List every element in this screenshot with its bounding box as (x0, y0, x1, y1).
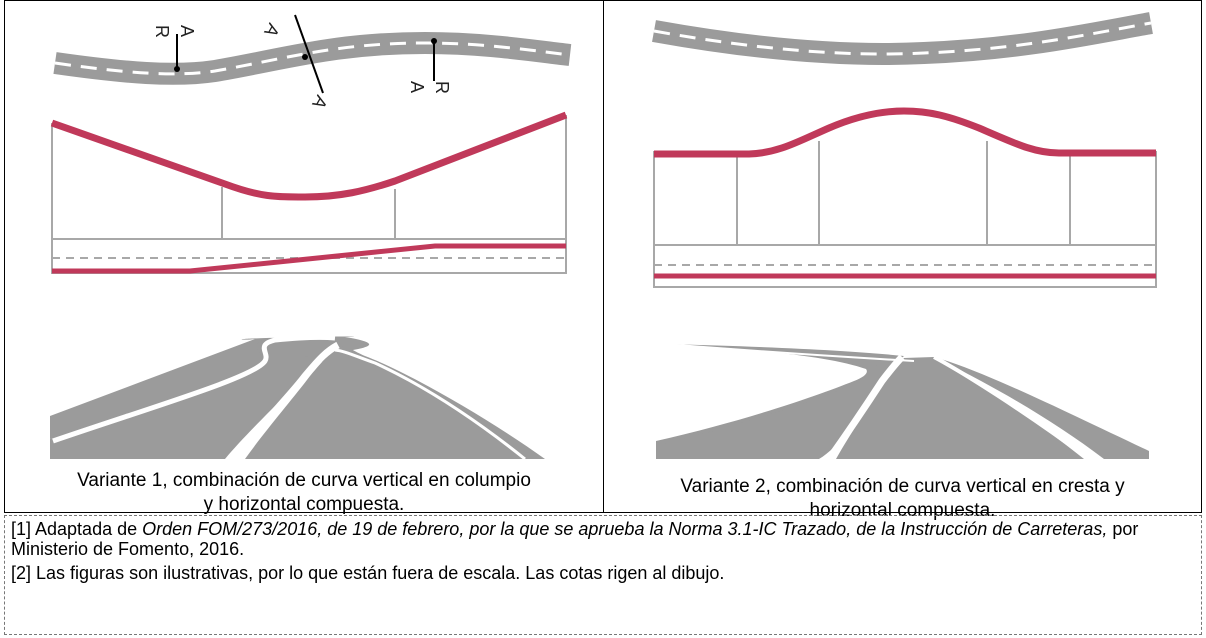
variant-2-diagram (652, 12, 1157, 462)
label-a: A (407, 81, 427, 93)
panel-divider (603, 0, 604, 513)
footnote-2: [2] Las figuras son ilustrativas, por lo… (11, 563, 725, 583)
variant-1-diagram: A R A A A R (50, 14, 572, 462)
caption-variant-1: Variante 1, combinación de curva vertica… (5, 469, 603, 517)
label-r: R (432, 81, 452, 94)
label-a: A (308, 92, 331, 112)
section-point (174, 66, 180, 72)
caption-line: y horizontal compuesta. (203, 494, 405, 515)
plan-view-centerline (653, 21, 1152, 56)
label-r: R (152, 25, 172, 38)
plan-view-road (652, 12, 1153, 66)
curvature-band (51, 238, 567, 274)
curvature-diagram-line (52, 243, 566, 274)
label-a: A (260, 20, 283, 40)
perspective-road-view (50, 334, 545, 462)
footnote-1: [1] Adaptada de Orden FOM/273/2016, de 1… (11, 519, 1195, 559)
section-line (294, 14, 324, 94)
vertical-profile-sag-curve (50, 111, 568, 201)
footnote-text: [1] Adaptada de (11, 519, 143, 539)
plan-view-centerline (54, 41, 571, 76)
plan-view-road (53, 31, 572, 85)
footnote-citation: Orden FOM/273/2016, de 19 de febrero, po… (142, 519, 1108, 539)
caption-line: Variante 1, combinación de curva vertica… (77, 470, 531, 491)
perspective-road-view (656, 343, 1149, 462)
caption-line: Variante 2, combinación de curva vertica… (680, 476, 1125, 497)
section-point (302, 54, 308, 60)
section-point (431, 38, 437, 44)
label-a: A (177, 25, 197, 37)
footnotes: [1] Adaptada de Orden FOM/273/2016, de 1… (4, 515, 1202, 635)
vertical-profile-crest-curve (654, 107, 1156, 158)
footnote-text: por Ministerio de Fomento, 2016. (11, 519, 1139, 559)
